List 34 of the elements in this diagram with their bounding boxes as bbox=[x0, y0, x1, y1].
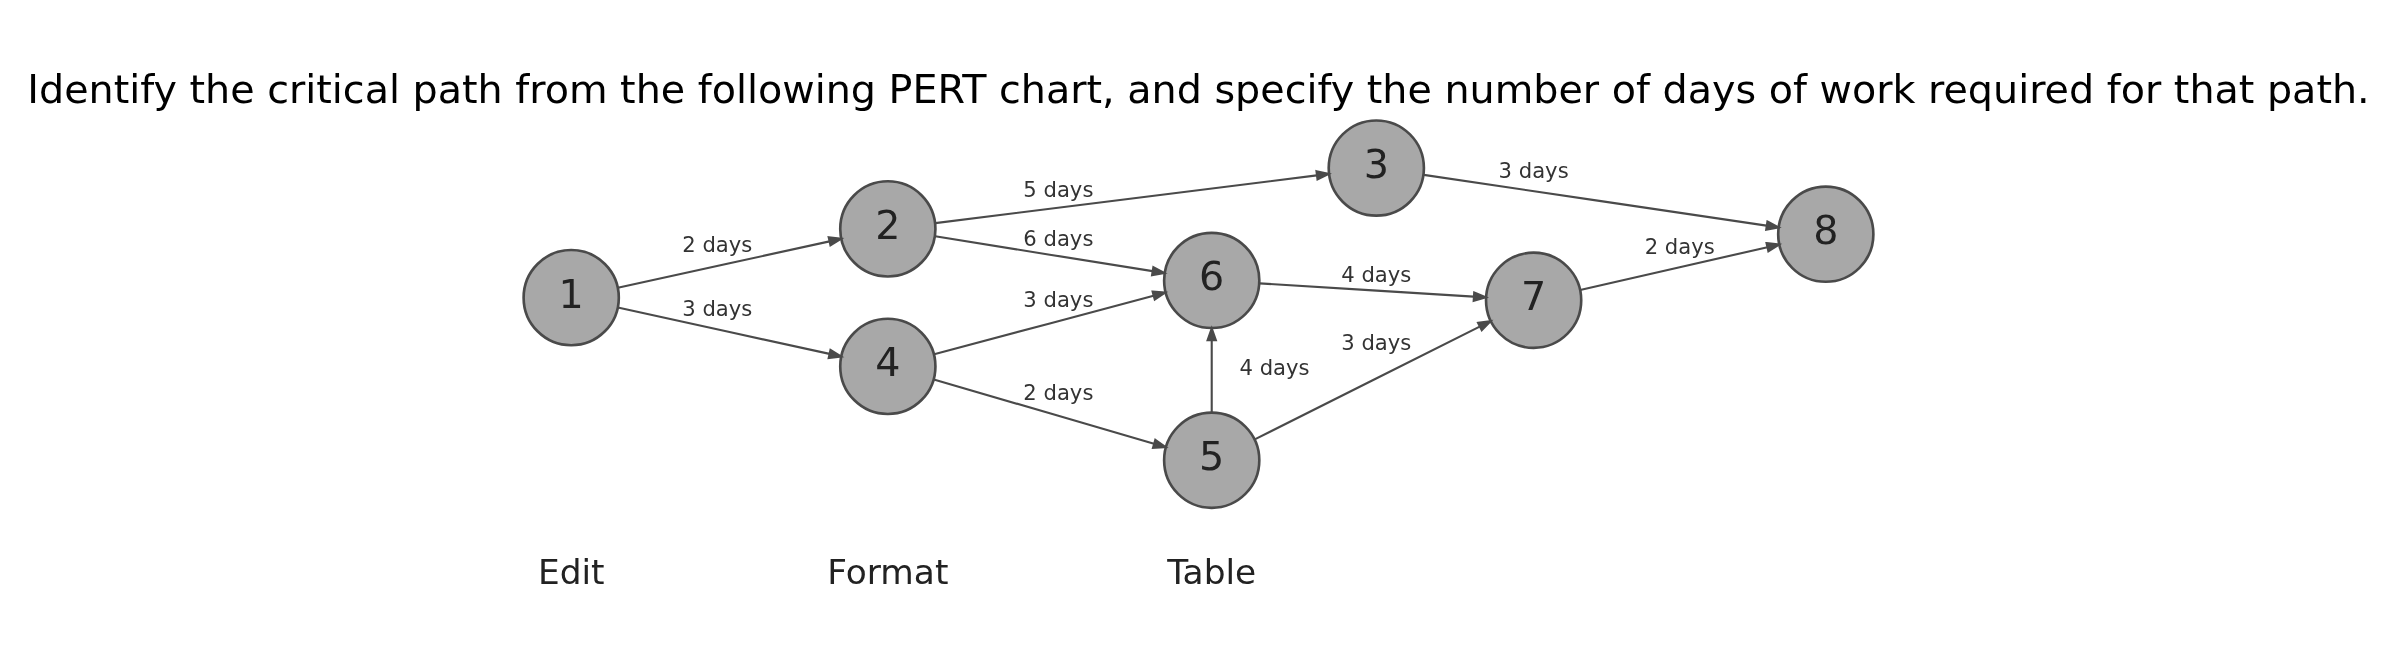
arrow bbox=[1579, 241, 1783, 291]
edge-label: 2 days bbox=[682, 232, 753, 258]
edge-label: 3 days bbox=[682, 295, 753, 321]
edge-label: 3 days bbox=[1498, 158, 1569, 184]
node-circle: 5 bbox=[1162, 411, 1261, 510]
arrow bbox=[933, 378, 1169, 449]
node-circle: 6 bbox=[1162, 231, 1261, 330]
label: Format bbox=[827, 551, 949, 592]
node-circle: 8 bbox=[1776, 185, 1875, 284]
arrow bbox=[1259, 282, 1490, 303]
label: Table bbox=[1167, 551, 1257, 592]
arrow bbox=[617, 236, 845, 289]
arrow bbox=[617, 306, 845, 360]
arrow bbox=[1254, 319, 1494, 441]
edge-label: 2 days bbox=[1644, 233, 1715, 259]
edge-label: 3 days bbox=[1341, 330, 1412, 356]
edge-label: 6 days bbox=[1023, 225, 1094, 251]
arrow bbox=[935, 235, 1168, 277]
node-circle: 2 bbox=[838, 180, 937, 278]
edge-label: 5 days bbox=[1023, 176, 1094, 202]
arrow bbox=[933, 290, 1169, 356]
node-circle: 1 bbox=[522, 248, 621, 347]
edge-label: 2 days bbox=[1023, 380, 1094, 406]
edge-label: 4 days bbox=[1239, 355, 1310, 381]
node-circle: 7 bbox=[1484, 251, 1583, 350]
edge-label: 4 days bbox=[1341, 261, 1412, 287]
node-circle: 3 bbox=[1327, 119, 1426, 217]
label: Edit bbox=[537, 551, 605, 592]
arrow bbox=[1206, 325, 1218, 413]
arrow bbox=[935, 169, 1332, 225]
node-circle: 4 bbox=[838, 317, 937, 416]
edge-label: 3 days bbox=[1023, 286, 1094, 312]
diagram-title: Identify the critical path from the following PERT chart, and specify the number of days of work required for that path. bbox=[27, 66, 2370, 113]
arrow bbox=[1423, 173, 1782, 232]
